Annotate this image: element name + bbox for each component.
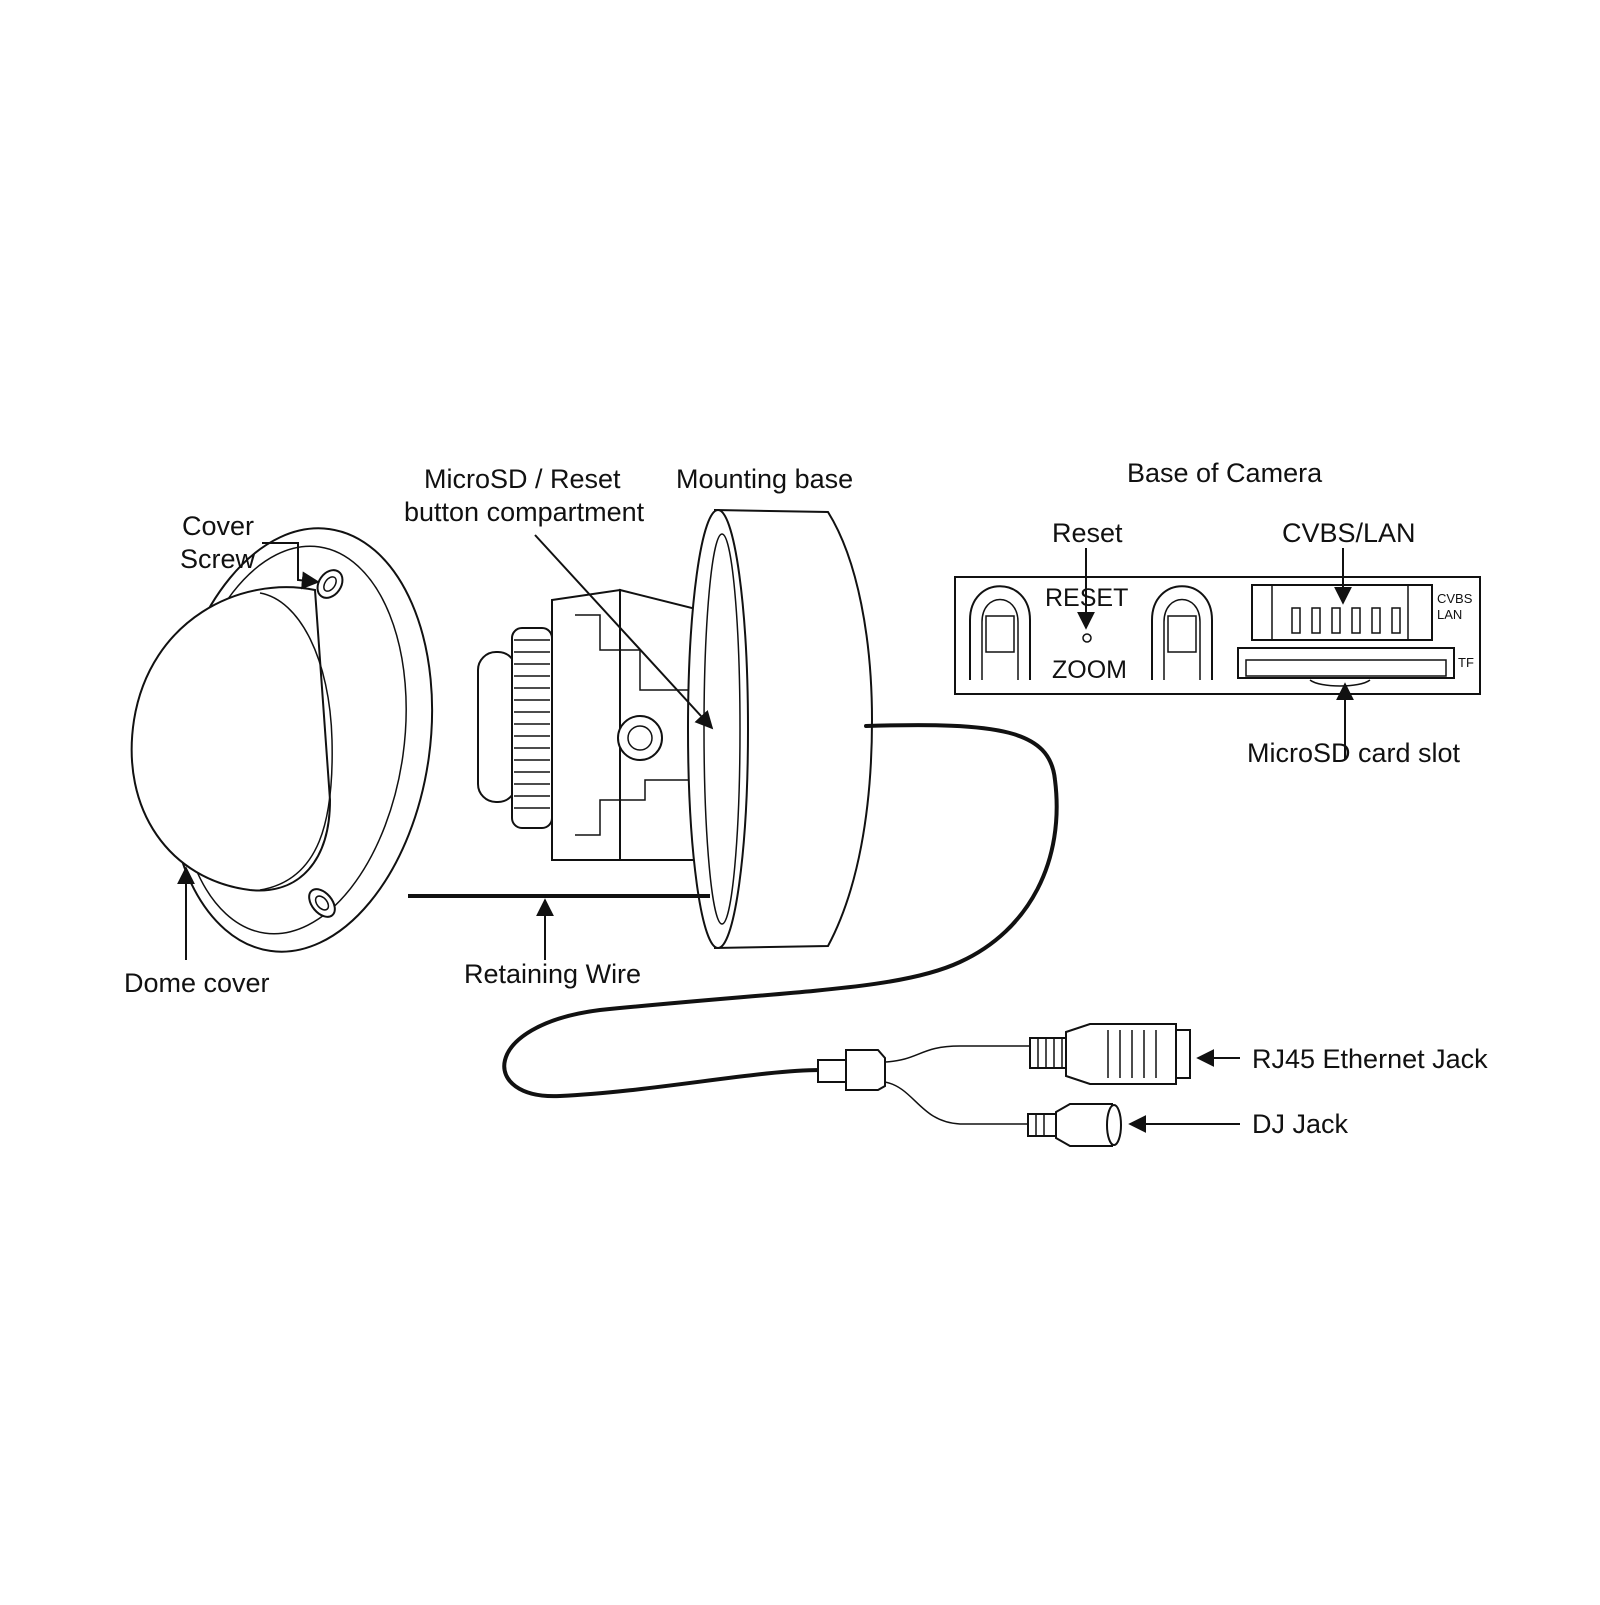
plate-cvbs-text: CVBS [1437,591,1473,606]
cvbs-lan-label: CVBS/LAN [1282,518,1416,548]
base-body [714,508,874,950]
callout-labels: Cover Screw MicroSD / Reset button compa… [124,458,1488,1139]
camera-base-panel: RESET ZOOM CVBS LAN TF [954,576,1481,695]
mounting-base-label: Mounting base [676,464,853,494]
lens-module-illustration [477,588,717,861]
base-panel-title: Base of Camera [1127,458,1323,488]
module-bracket-bottom [575,779,705,836]
lens-ring-grooves [514,639,550,809]
lens-front [477,651,517,803]
plate-tf-text: TF [1458,655,1474,670]
plate-zoom-text: ZOOM [1052,656,1127,684]
reset-label: Reset [1052,518,1123,548]
module-frame-front [551,588,621,861]
dj-jack-label: DJ Jack [1252,1109,1349,1139]
microsd-compartment-label-1: MicroSD / Reset [424,464,621,494]
dj-jack-icon [1027,1103,1122,1147]
cover-screw-label-2: Screw [180,544,256,574]
compartment-arrow-icon [534,534,714,730]
cover-screw-arrow-icon [262,542,320,590]
rj45-label: RJ45 Ethernet Jack [1252,1044,1488,1074]
reset-button-icon [1082,633,1092,643]
mount-clip-right-icon [1151,585,1213,680]
cover-screw-top-icon [316,569,344,599]
microsd-slot-icon [1237,647,1455,687]
compartment-port-icon [617,715,663,761]
dome-cover-label: Dome cover [124,968,270,998]
mounting-base-illustration [687,508,874,950]
rj45-jack-icon [1029,1023,1191,1085]
main-cable [502,723,1059,1099]
microsd-slot-label: MicroSD card slot [1247,738,1461,768]
dome-shell [130,586,332,892]
cover-screw-bottom-icon [308,888,336,918]
dome-cover-illustration [130,527,434,953]
dome-edge [259,592,333,891]
cover-screw-label-1: Cover [182,511,254,541]
mount-clip-left-icon [969,585,1031,680]
microsd-compartment-label-2: button compartment [404,497,645,527]
cable-splitter-icon [817,1045,1032,1125]
leader-arrows [177,534,1354,1133]
lens-focus-ring [511,627,553,829]
base-rim [687,509,749,949]
plate-lan-text: LAN [1437,607,1462,622]
retaining-wire-label: Retaining Wire [464,959,641,989]
module-bracket-top [575,614,700,691]
